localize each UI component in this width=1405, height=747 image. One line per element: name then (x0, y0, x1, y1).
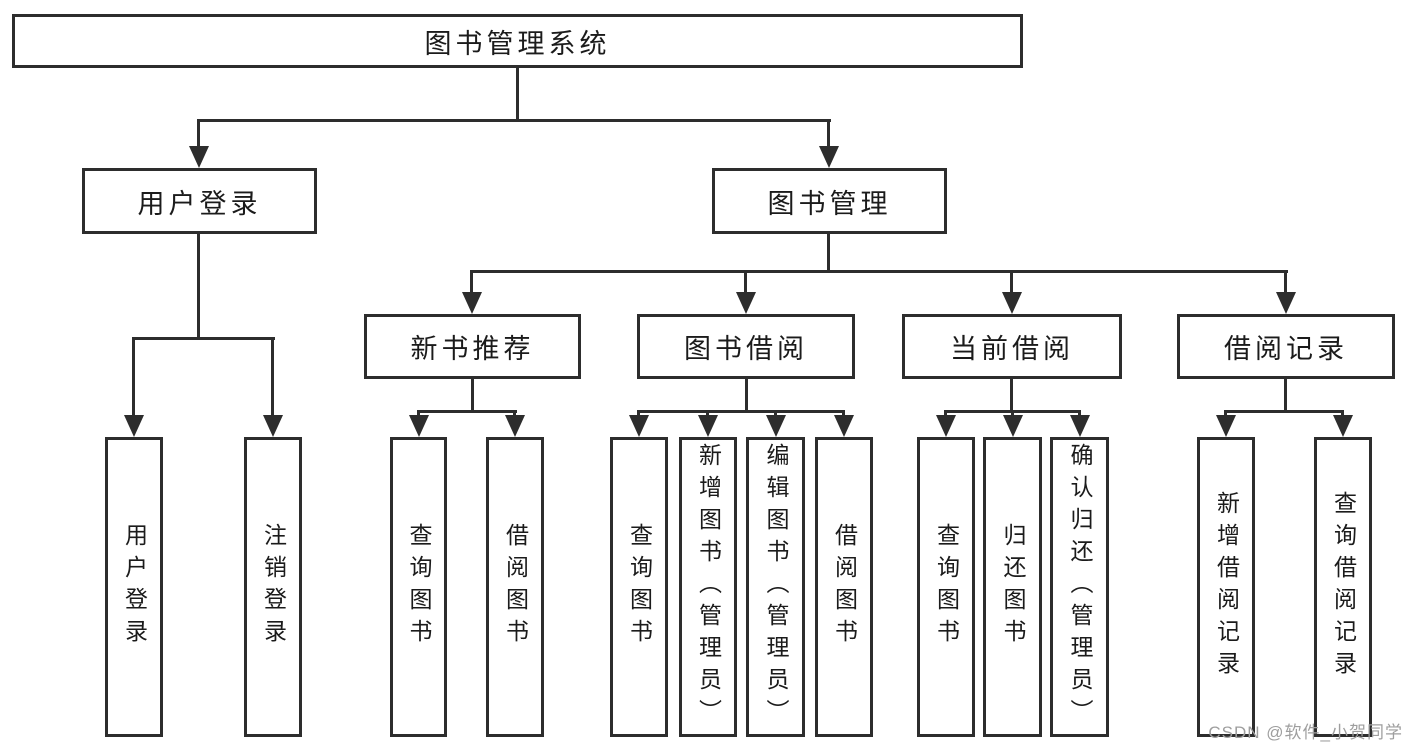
arrow-down-icon (766, 415, 786, 437)
arrow-down-icon (1216, 415, 1236, 437)
arrow-down-icon (834, 415, 854, 437)
arrow-down-icon (698, 415, 718, 437)
connector-drop-book-borrow (744, 270, 747, 294)
leaf-logout: 注销登录 (244, 437, 302, 737)
leaf-add-borrow-record: 新增借阅记录 (1197, 437, 1255, 737)
arrow-down-icon (1333, 415, 1353, 437)
leaf-borrow-books-recommend: 借阅图书 (486, 437, 544, 737)
arrow-down-icon (936, 415, 956, 437)
connector-drop-new-book (470, 270, 473, 294)
connector-drop-leaf-user-login (132, 337, 135, 415)
connector-book-borrow-stem (745, 379, 748, 410)
connector-new-book-stem (471, 379, 474, 410)
connector-drop-leaf (1078, 410, 1081, 418)
connector-drop-leaf (513, 410, 516, 418)
connector-borrow-records-rail (1224, 410, 1344, 413)
node-user-login: 用户登录 (82, 168, 317, 234)
leaf-user-login: 用户登录 (105, 437, 163, 737)
arrow-down-icon (1002, 292, 1022, 314)
connector-drop-leaf (1341, 410, 1344, 418)
connector-new-book-rail (417, 410, 517, 413)
arrow-down-icon (819, 146, 839, 168)
csdn-watermark: CSDN @软件_小贺同学 (1208, 723, 1403, 742)
connector-drop-leaf (637, 410, 640, 418)
leaf-edit-books-admin: 编辑图书（管理员） (746, 437, 805, 737)
leaf-add-books-admin: 新增图书（管理员） (679, 437, 737, 737)
connector-current-borrow-stem (1010, 379, 1013, 410)
connector-borrow-records-stem (1284, 379, 1287, 410)
arrow-down-icon (189, 146, 209, 168)
arrow-down-icon (462, 292, 482, 314)
connector-drop-leaf (417, 410, 420, 418)
leaf-query-books-recommend: 查询图书 (390, 437, 447, 737)
leaf-confirm-return-admin: 确认归还（管理员） (1050, 437, 1109, 737)
arrow-down-icon (1276, 292, 1296, 314)
connector-root-stem (516, 68, 519, 119)
arrow-down-icon (736, 292, 756, 314)
leaf-query-borrow-record: 查询借阅记录 (1314, 437, 1372, 737)
connector-user-login-stem (197, 234, 200, 337)
arrow-down-icon (1003, 415, 1023, 437)
arrow-down-icon (1070, 415, 1090, 437)
node-current-borrowing: 当前借阅 (902, 314, 1122, 379)
leaf-borrow-books: 借阅图书 (815, 437, 873, 737)
node-library-system: 图书管理系统 (12, 14, 1023, 68)
connector-drop-leaf-logout (271, 337, 274, 415)
connector-drop-leaf (944, 410, 947, 418)
connector-drop-current-borrow (1010, 270, 1013, 294)
connector-drop-leaf (1224, 410, 1227, 418)
connector-level1-rail (198, 119, 831, 122)
connector-drop-book-management (827, 119, 830, 148)
node-book-management: 图书管理 (712, 168, 947, 234)
node-book-borrowing: 图书借阅 (637, 314, 855, 379)
connector-drop-leaf (774, 410, 777, 418)
node-borrowing-records: 借阅记录 (1177, 314, 1395, 379)
arrow-down-icon (409, 415, 429, 437)
arrow-down-icon (629, 415, 649, 437)
connector-level3-rail (470, 270, 1288, 273)
connector-drop-leaf (842, 410, 845, 418)
node-new-book-recommendation: 新书推荐 (364, 314, 581, 379)
connector-drop-borrow-records (1284, 270, 1287, 294)
connector-drop-leaf (706, 410, 709, 418)
connector-user-login-rail (132, 337, 275, 340)
connector-book-management-stem (827, 234, 830, 270)
connector-drop-user-login (197, 119, 200, 148)
leaf-query-books-current: 查询图书 (917, 437, 975, 737)
arrow-down-icon (505, 415, 525, 437)
arrow-down-icon (263, 415, 283, 437)
leaf-return-books: 归还图书 (983, 437, 1042, 737)
arrow-down-icon (124, 415, 144, 437)
connector-book-borrow-rail (637, 410, 845, 413)
leaf-query-books-borrow: 查询图书 (610, 437, 668, 737)
connector-drop-leaf (1011, 410, 1014, 418)
